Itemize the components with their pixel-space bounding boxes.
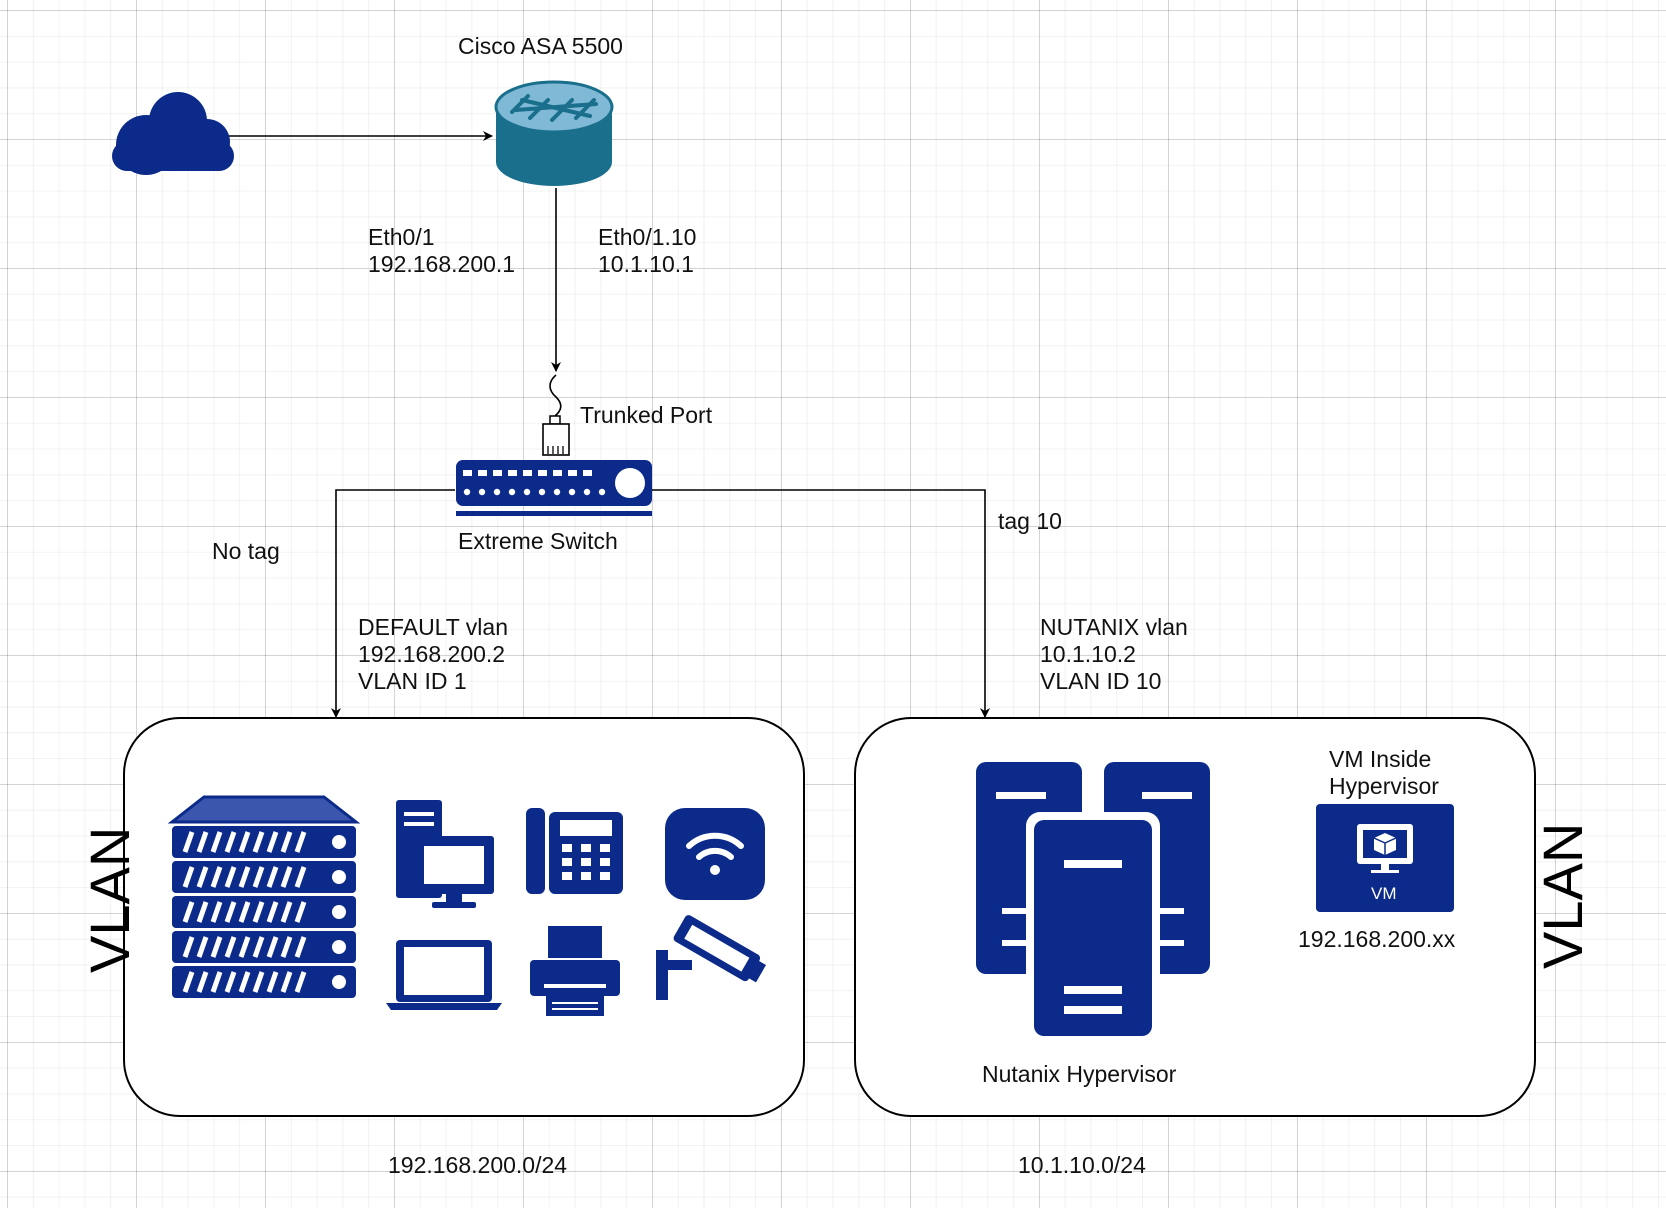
default-vlan-id: VLAN ID 1	[358, 668, 467, 694]
router-left-ip: 192.168.200.1	[368, 251, 516, 277]
trunk-connector-icon	[542, 374, 570, 456]
vm-title-line1: VM Inside	[1329, 746, 1432, 772]
nutanix-vlan-name: NUTANIX vlan	[1040, 614, 1188, 640]
default-vlan-ip: 192.168.200.2	[358, 641, 506, 667]
switch-icon	[456, 460, 652, 516]
router-left-iface: Eth0/1	[368, 224, 435, 250]
laptop-icon	[386, 940, 502, 1010]
server-rack-icon	[167, 795, 361, 998]
nutanix-subnet-label: 10.1.10.0/24	[1018, 1152, 1146, 1178]
desktop-computer-icon	[396, 800, 494, 908]
router-right-interface-label: Eth0/1.10 10.1.10.1	[598, 224, 696, 278]
router-title: Cisco ASA 5500	[458, 33, 623, 59]
vm-ip-label: 192.168.200.xx	[1298, 926, 1456, 952]
default-subnet-label: 192.168.200.0/24	[388, 1152, 568, 1178]
switch-name-label: Extreme Switch	[458, 528, 618, 554]
switch-to-default-vlan-line	[331, 489, 455, 718]
default-vlan-name: DEFAULT vlan	[358, 614, 508, 640]
printer-icon	[530, 926, 620, 1016]
hypervisor-servers-icon	[976, 762, 1210, 1044]
vlan-right-label: VLAN	[1531, 822, 1594, 969]
trunk-port-label: Trunked Port	[580, 402, 713, 428]
default-vlan-info: DEFAULT vlan 192.168.200.2 VLAN ID 1	[358, 614, 508, 695]
nutanix-vlan-info: NUTANIX vlan 10.1.10.2 VLAN ID 10	[1040, 614, 1188, 695]
nutanix-vlan-ip: 10.1.10.2	[1040, 641, 1136, 667]
router-icon	[494, 80, 614, 186]
security-camera-icon	[656, 915, 766, 1000]
desk-phone-icon	[526, 808, 623, 894]
vm-title-label: VM Inside Hypervisor	[1329, 746, 1439, 800]
router-right-ip: 10.1.10.1	[598, 251, 694, 277]
tag-10-label: tag 10	[998, 508, 1062, 534]
vlan-left-label: VLAN	[78, 826, 141, 973]
nutanix-vlan-id: VLAN ID 10	[1040, 668, 1162, 694]
hypervisor-label: Nutanix Hypervisor	[982, 1061, 1177, 1087]
router-left-interface-label: Eth0/1 192.168.200.1	[368, 224, 515, 278]
no-tag-label: No tag	[212, 538, 280, 564]
wifi-access-point-icon	[665, 808, 765, 900]
vm-icon	[1316, 804, 1454, 912]
cloud-icon	[112, 92, 234, 175]
vm-title-line2: Hypervisor	[1329, 773, 1439, 799]
switch-to-nutanix-vlan-line	[652, 489, 990, 718]
router-right-iface: Eth0/1.10	[598, 224, 697, 250]
vm-badge-label: VM	[1371, 884, 1397, 903]
